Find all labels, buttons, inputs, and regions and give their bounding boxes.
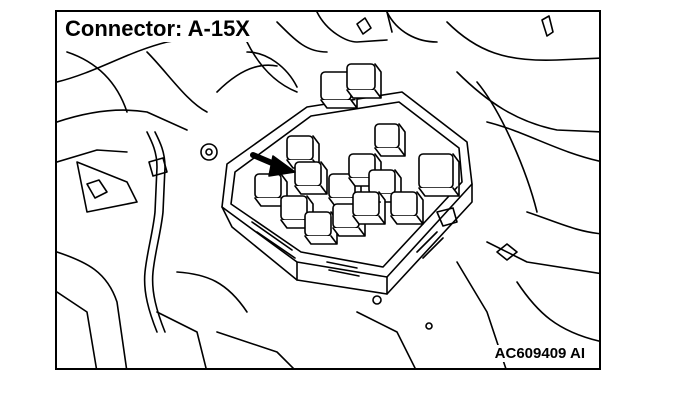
engine-bay-background (57, 12, 599, 368)
connector-label: Connector: A-15X (61, 16, 254, 42)
figure-code: AC609409 AI (492, 345, 587, 362)
relay-block-icon (390, 191, 424, 225)
relay-block-icon (286, 135, 320, 169)
illustration-frame: Connector: A-15X AC609409 AI (55, 10, 601, 370)
arrow-icon (250, 152, 296, 177)
relay-group (254, 63, 460, 245)
relay-block-icon (294, 161, 328, 195)
relay-block-icon (374, 123, 406, 157)
relay-block-icon (352, 191, 386, 225)
relay-block-icon (418, 153, 460, 197)
relay-block-icon (346, 63, 382, 99)
relay-block-icon (304, 211, 338, 245)
engine-bay-illustration (57, 12, 599, 368)
